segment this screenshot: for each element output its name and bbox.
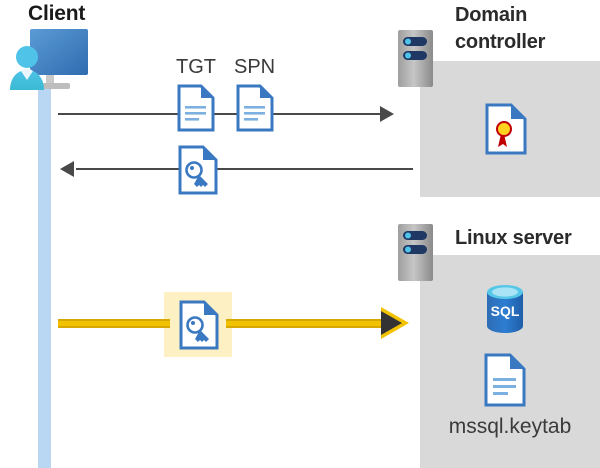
- server-rack-icon: [398, 30, 433, 87]
- key-document-icon: [178, 145, 218, 195]
- domain-controller-title-line2: controller: [455, 31, 546, 53]
- user-computer-icon: [10, 29, 88, 90]
- sql-database-icon: SQL: [487, 285, 523, 333]
- service-ticket-arrowhead: [381, 311, 402, 335]
- key-document-icon: [179, 300, 219, 350]
- request-flow-arrowhead: [380, 106, 394, 122]
- keytab-file-label: mssql.keytab: [448, 415, 572, 438]
- request-flow-line: [58, 113, 380, 115]
- tgt-label: TGT: [176, 56, 216, 78]
- sql-icon-label: SQL: [491, 303, 520, 319]
- linux-server-title: Linux server: [455, 227, 572, 249]
- client-title: Client: [28, 2, 86, 25]
- client-lifeline: [38, 84, 51, 468]
- certificate-document-icon: [485, 103, 527, 155]
- response-flow-line: [76, 168, 413, 170]
- spn-label: SPN: [234, 56, 276, 78]
- server-rack-icon: [398, 224, 433, 281]
- response-flow-arrowhead: [60, 161, 74, 177]
- document-icon: [177, 84, 215, 132]
- service-ticket-line-right: [226, 319, 385, 328]
- document-icon: [236, 84, 274, 132]
- domain-controller-title: Domain controller: [455, 2, 600, 56]
- service-ticket-line-left: [58, 319, 170, 328]
- domain-controller-title-line1: Domain: [455, 4, 528, 26]
- document-icon: [484, 353, 526, 407]
